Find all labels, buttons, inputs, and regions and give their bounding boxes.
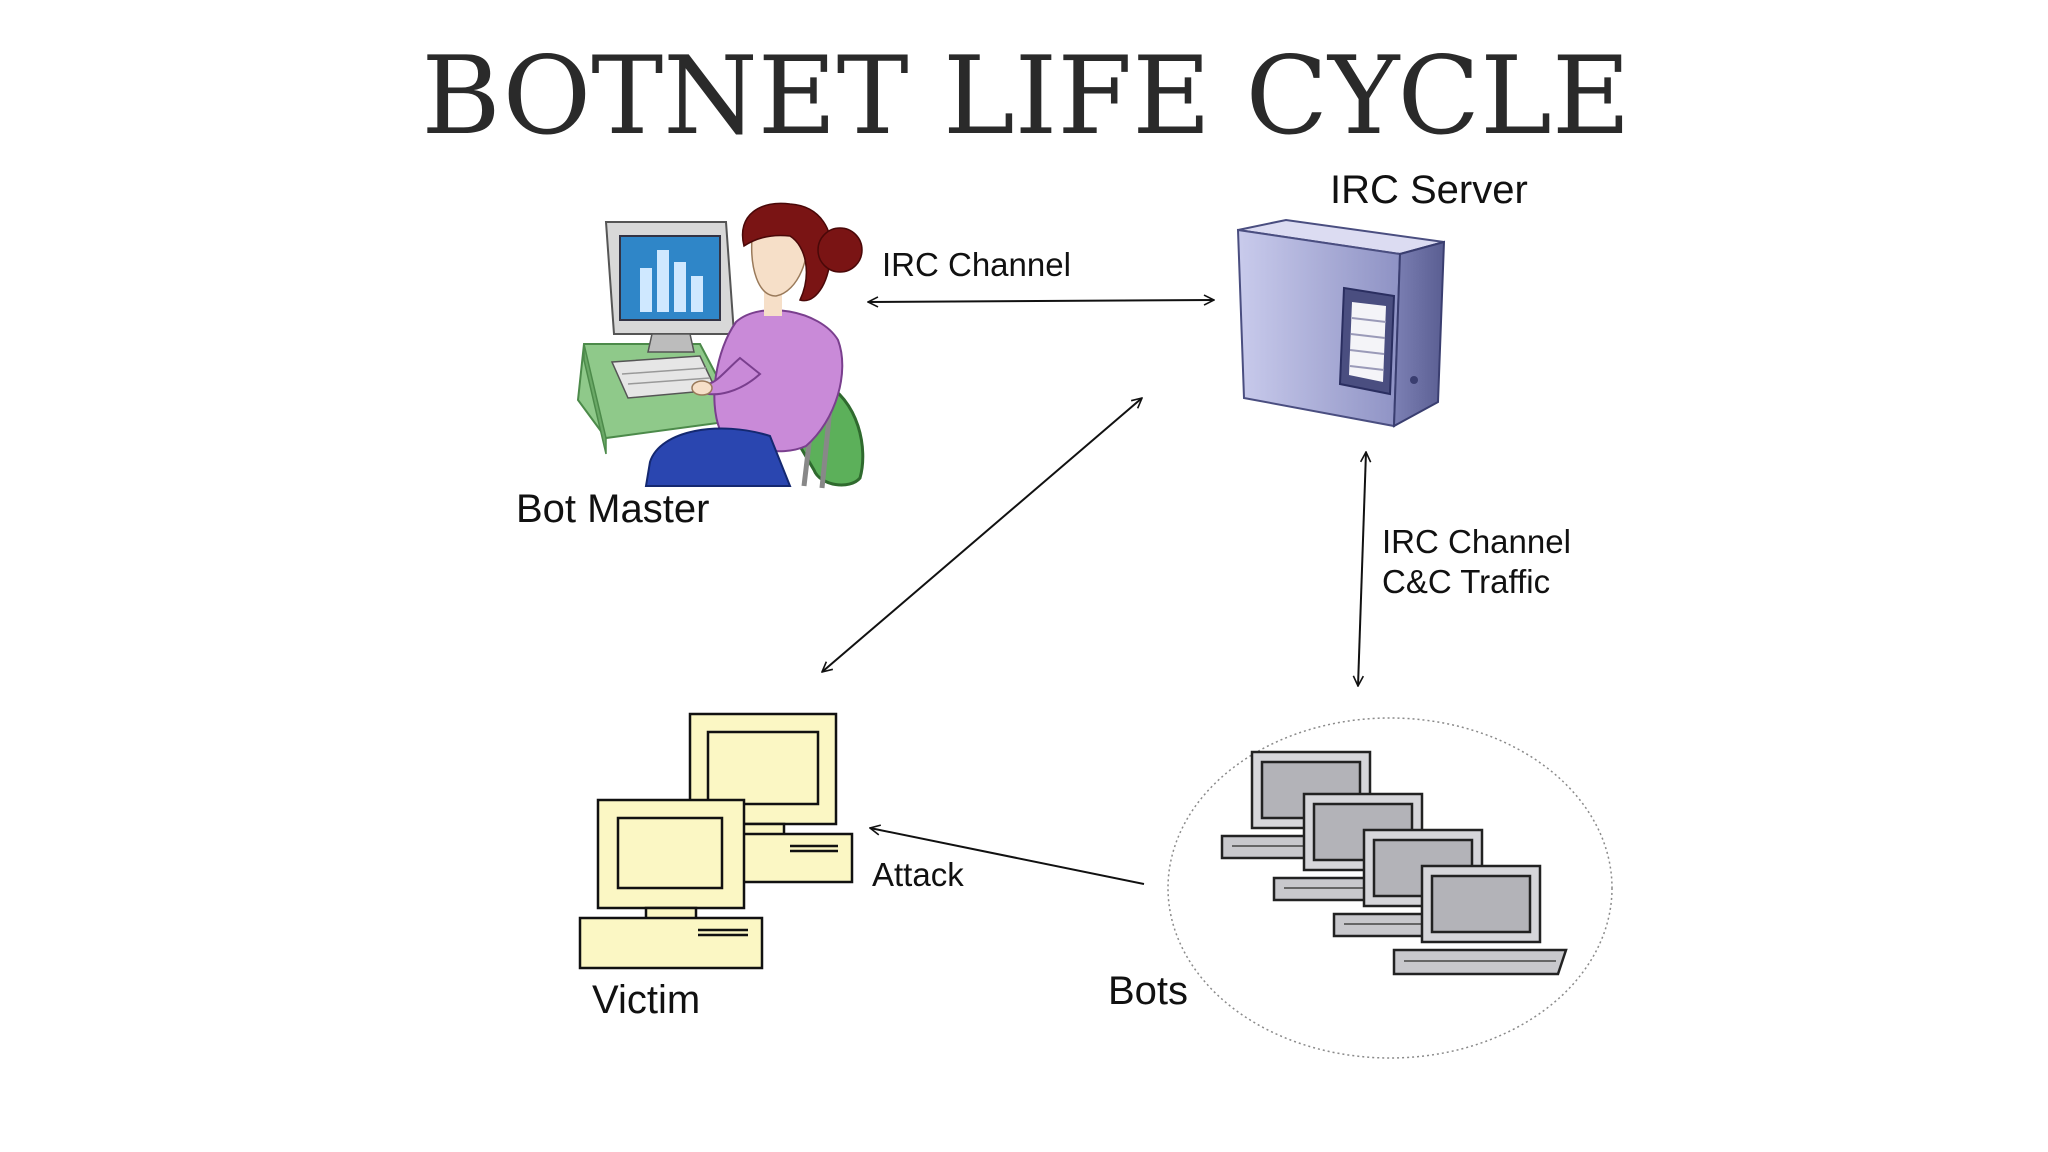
bot-laptop-4 bbox=[1392, 864, 1568, 976]
edge-label-attack: Attack bbox=[872, 856, 964, 893]
laptop-cluster-icon bbox=[1220, 750, 1568, 976]
arrow-master-server bbox=[868, 300, 1214, 302]
edge-label-irc-channel: IRC Channel bbox=[882, 246, 1071, 283]
edge-label-irc-channel-cc-line2: C&C Traffic bbox=[1382, 563, 1550, 600]
desktop-computers-icon bbox=[578, 712, 854, 970]
arrow-bots-victim bbox=[870, 828, 1145, 885]
edge-label-irc-channel-cc-line1: IRC Channel bbox=[1382, 523, 1571, 560]
victim-label: Victim bbox=[592, 978, 700, 1022]
irc-server-label: IRC Server bbox=[1330, 168, 1528, 212]
bots-cluster-outline bbox=[1167, 717, 1613, 1059]
arrow-server-victim bbox=[822, 398, 1142, 672]
bots-label: Bots bbox=[1108, 969, 1188, 1013]
arrow-server-bots bbox=[1358, 452, 1366, 686]
page-title: BOTNET LIFE CYCLE bbox=[421, 34, 1630, 159]
bot-master-icon bbox=[576, 202, 865, 489]
server-tower-icon bbox=[1236, 218, 1446, 428]
bot-master-label: Bot Master bbox=[516, 487, 709, 531]
